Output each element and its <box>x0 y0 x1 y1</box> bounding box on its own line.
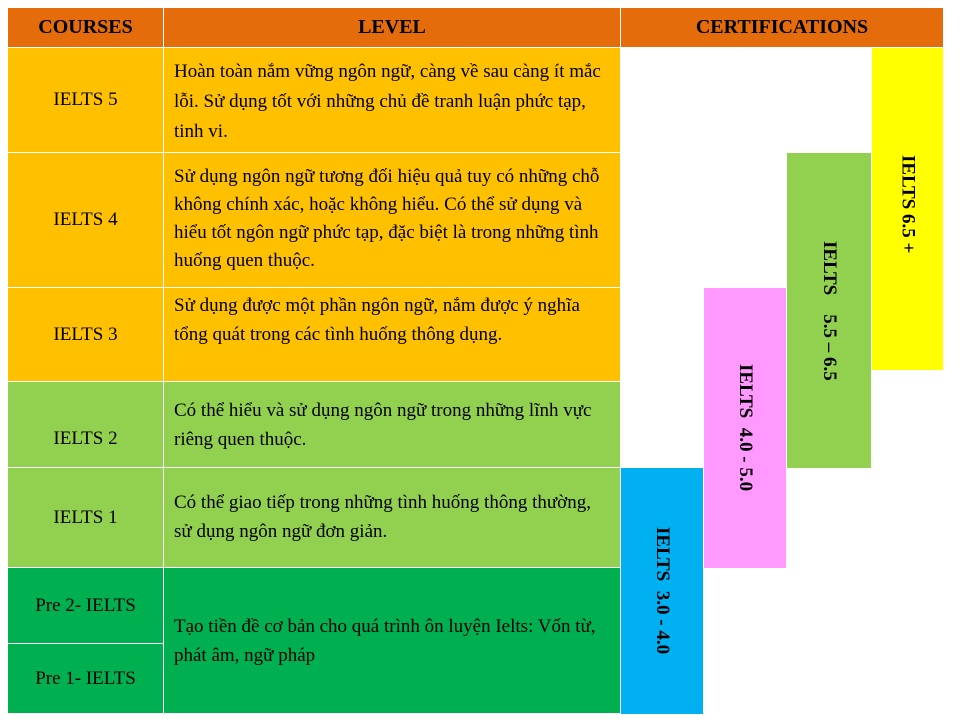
course-ielts-2: IELTS 2 <box>8 382 164 468</box>
cert-ielts-3-4: IELTS 3.0 - 4.0 <box>621 468 704 714</box>
level-ielts-5: Hoàn toàn nắm vững ngôn ngữ, càng về sau… <box>164 48 621 153</box>
cert-ielts-4-5-label: IELTS 4.0 - 5.0 <box>735 364 756 492</box>
course-pre-1-ielts: Pre 1- IELTS <box>8 644 164 714</box>
header-courses: COURSES <box>8 8 164 48</box>
cert-ielts-4-5: IELTS 4.0 - 5.0 <box>704 288 787 568</box>
cert-ielts-5-5-6-5-label: IELTS 5.5 – 6.5 <box>819 240 840 381</box>
cert-ielts-6-5-plus-label: IELTS 6.5 + <box>897 154 919 254</box>
level-pre-ielts: Tạo tiền đề cơ bản cho quá trình ôn luyệ… <box>164 568 621 714</box>
level-ielts-3: Sử dụng được một phần ngôn ngữ, nắm được… <box>164 288 621 382</box>
course-ielts-3: IELTS 3 <box>8 288 164 382</box>
course-ielts-4: IELTS 4 <box>8 153 164 288</box>
header-certifications: CERTIFICATIONS <box>621 8 944 48</box>
level-ielts-4: Sử dụng ngôn ngữ tương đối hiệu quả tuy … <box>164 153 621 288</box>
cert-ielts-6-5-plus: IELTS 6.5 + <box>872 48 944 370</box>
course-ielts-1: IELTS 1 <box>8 468 164 568</box>
cert-ielts-3-4-label: IELTS 3.0 - 4.0 <box>652 527 673 655</box>
level-ielts-1: Có thể giao tiếp trong những tình huống … <box>164 468 621 568</box>
level-ielts-2: Có thể hiểu và sử dụng ngôn ngữ trong nh… <box>164 382 621 468</box>
course-pre-2-ielts: Pre 2- IELTS <box>8 568 164 644</box>
cert-ielts-5-5-6-5: IELTS 5.5 – 6.5 <box>787 153 872 468</box>
header-level: LEVEL <box>164 8 621 48</box>
course-ielts-5: IELTS 5 <box>8 48 164 153</box>
